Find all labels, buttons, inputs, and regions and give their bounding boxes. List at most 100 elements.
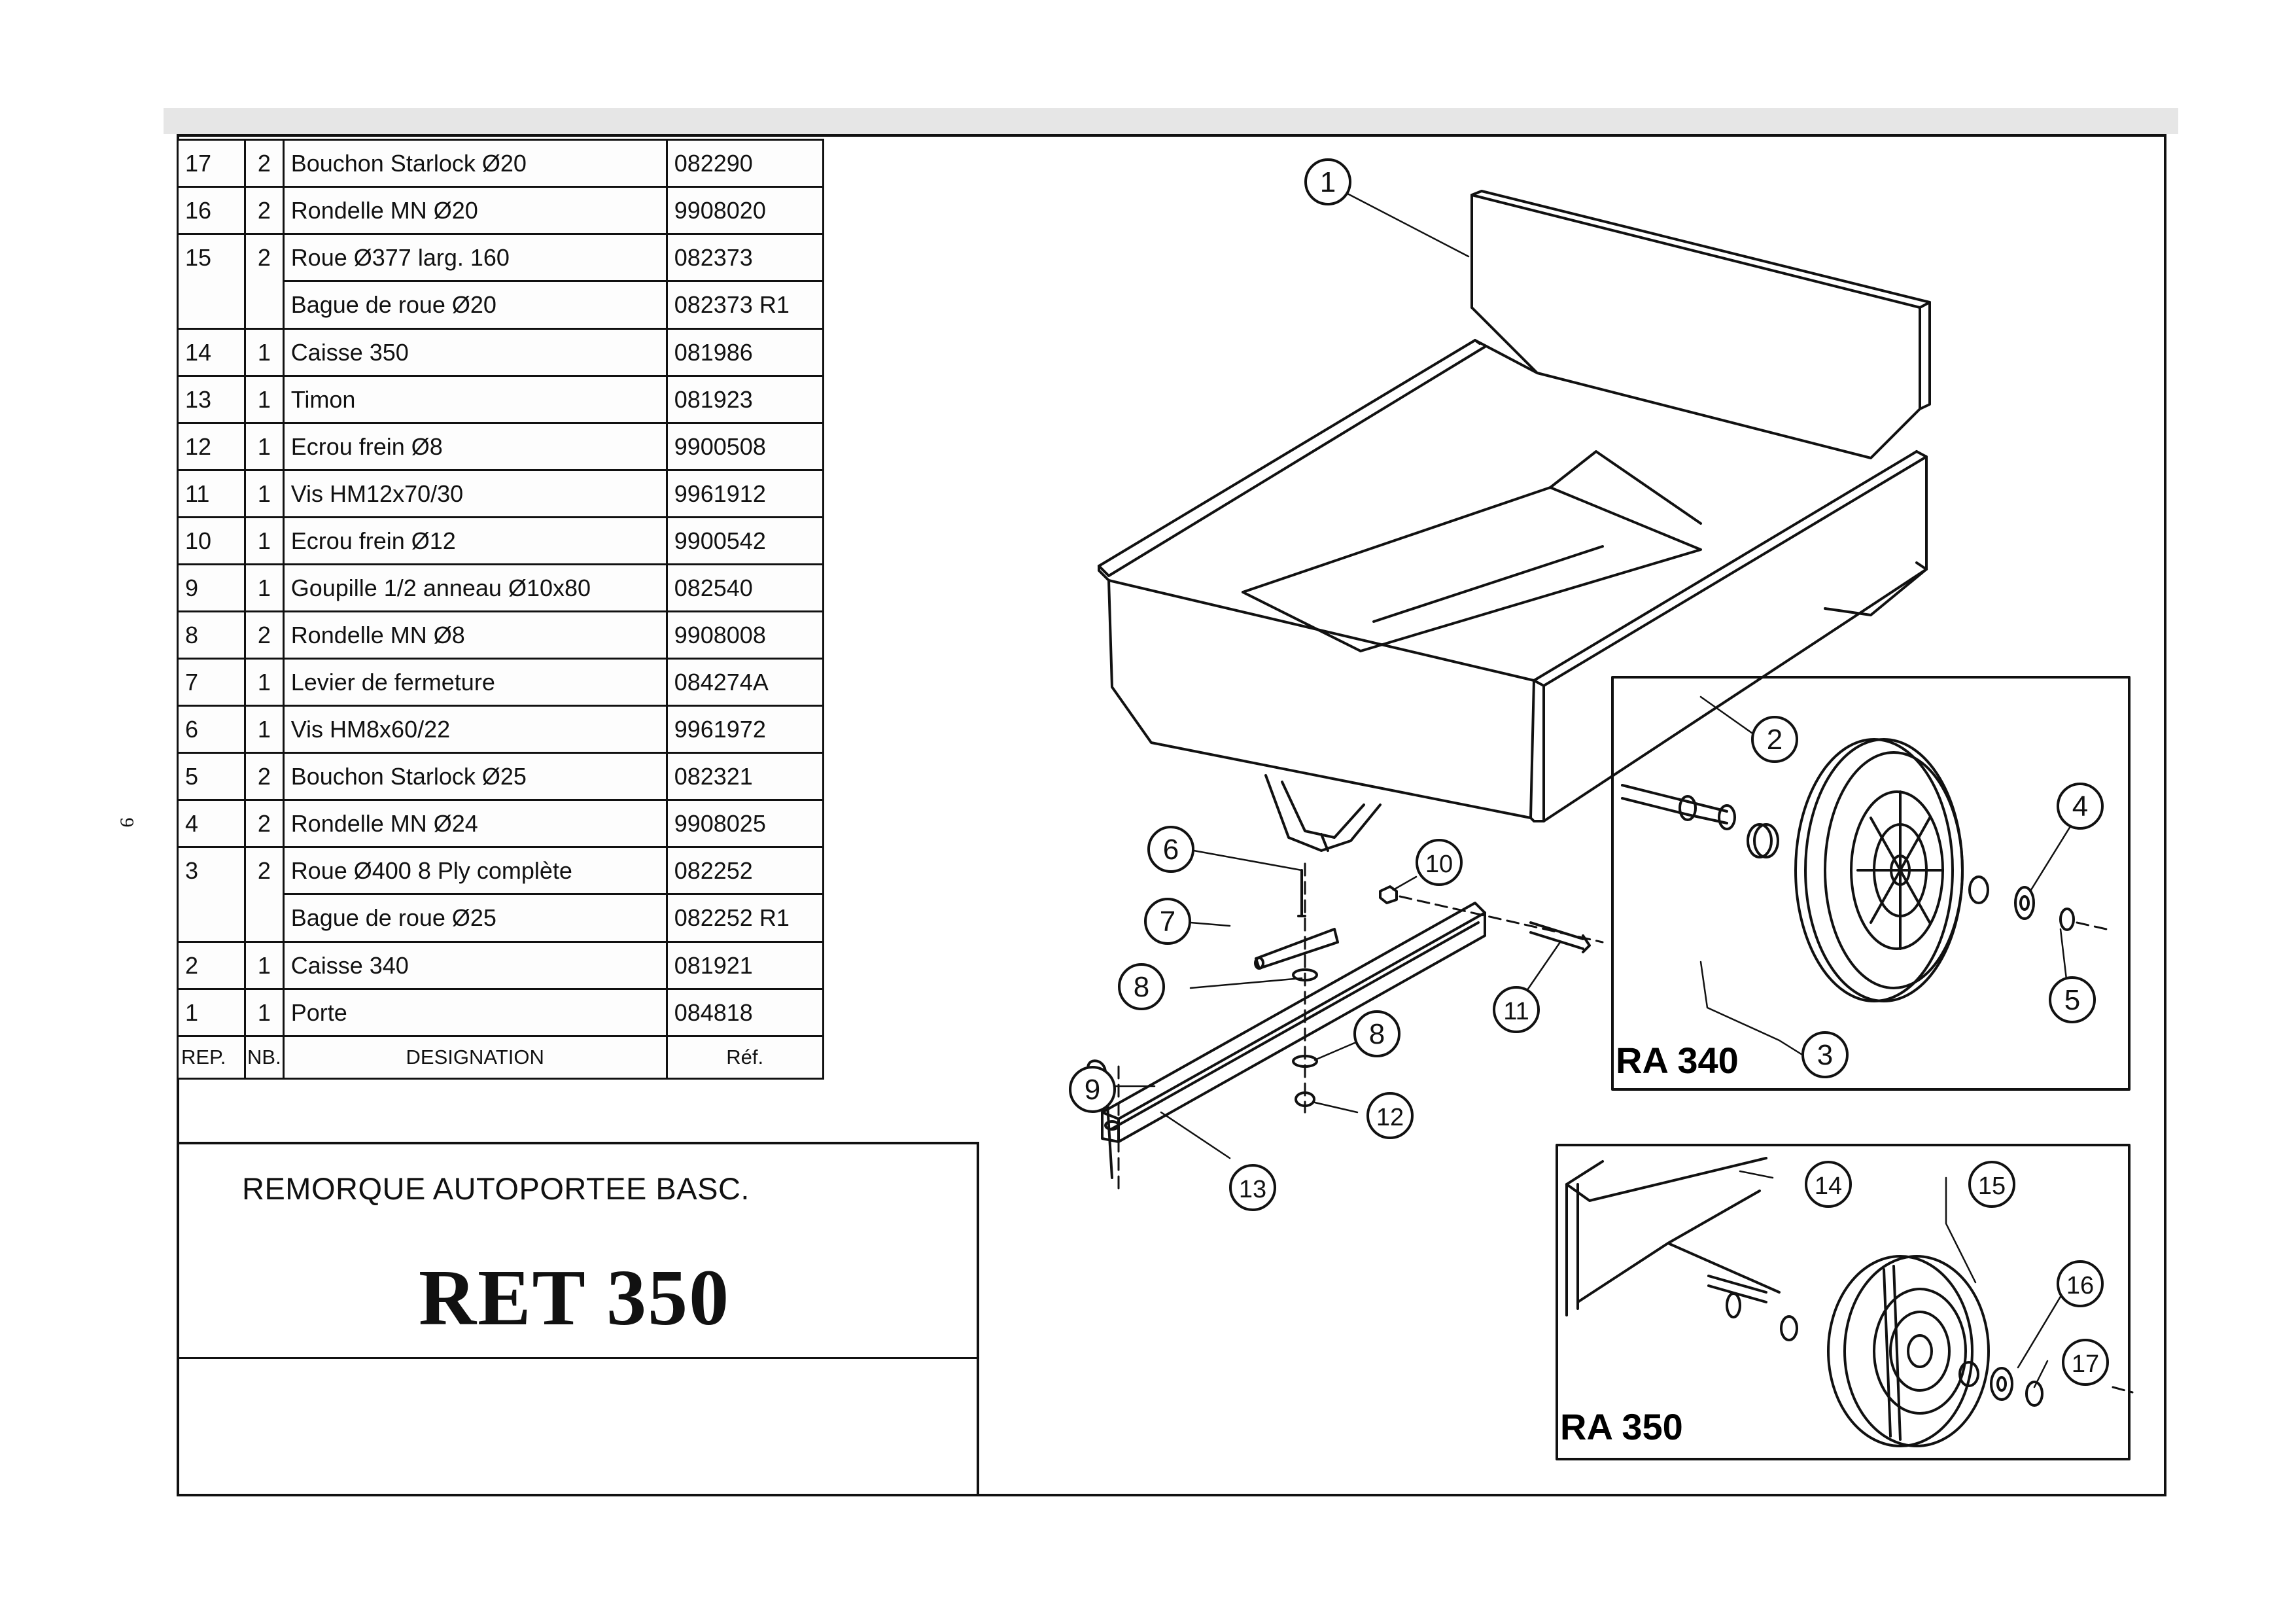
- cell-nb: 2: [244, 139, 285, 188]
- cell-nb: 1: [244, 422, 285, 471]
- cell-rep: 17: [177, 139, 246, 188]
- cell-ref: 082290: [665, 139, 824, 188]
- cell-nb: [244, 281, 285, 330]
- cell-ref: 081986: [665, 328, 824, 377]
- cell-ref: 9908025: [665, 799, 824, 848]
- header-designation: DESIGNATION: [282, 1035, 668, 1080]
- cell-ref: 081923: [665, 375, 824, 424]
- cell-ref: 084274A: [665, 658, 824, 707]
- cell-nb: 1: [244, 563, 285, 612]
- callout-circle: [1366, 1092, 1414, 1139]
- callout-circle: [1118, 963, 1165, 1010]
- cell-ref: 082540: [665, 563, 824, 612]
- cell-nb: 2: [244, 752, 285, 801]
- inset-frame-ra340: [1611, 676, 2131, 1091]
- callout-number: 6: [1163, 834, 1179, 866]
- callout-circle: [1493, 986, 1540, 1033]
- cell-nb: 2: [244, 846, 285, 894]
- cell-rep: [177, 894, 246, 943]
- callout-circle: [1304, 158, 1351, 205]
- cell-nb: 2: [244, 610, 285, 660]
- title-divider: [178, 1357, 977, 1359]
- cell-designation: Rondelle MN Ø20: [282, 186, 668, 235]
- cell-designation: Bague de roue Ø25: [282, 893, 668, 943]
- cell-designation: Vis HM8x60/22: [282, 705, 668, 754]
- cell-ref: 084818: [665, 988, 824, 1037]
- cell-nb: 1: [244, 516, 285, 565]
- center-lines: [1117, 862, 2134, 1394]
- cell-nb: 1: [244, 988, 285, 1037]
- inset-drawing-ra350: [1565, 1157, 2044, 1447]
- leader-lines: [1107, 192, 2075, 1388]
- inset-label-ra340: RA 340: [1616, 1040, 1739, 1081]
- cell-ref: 082252: [665, 846, 824, 895]
- cell-designation: Roue Ø377 larg. 160: [282, 233, 668, 282]
- callout-number: 4: [2072, 790, 2088, 822]
- cell-ref: 9900508: [665, 422, 824, 471]
- cell-nb: 1: [244, 658, 285, 707]
- scan-shade: [164, 108, 2178, 134]
- cell-ref: 082252 R1: [665, 893, 824, 943]
- trailer-body: [1098, 339, 1928, 822]
- cell-nb: 2: [244, 186, 285, 235]
- door-panel: [1470, 190, 1931, 459]
- cell-rep: 8: [177, 610, 246, 660]
- callout-circle: [1801, 1031, 1849, 1078]
- cell-designation: Ecrou frein Ø12: [282, 516, 668, 565]
- drawing-title: RET 350: [419, 1254, 731, 1342]
- title-block: REMORQUE AUTOPORTEE BASC. RET 350: [178, 1142, 979, 1495]
- wheel-ra340: [1794, 738, 1964, 1002]
- callout-number: 8: [1134, 971, 1149, 1003]
- cell-designation: Levier de fermeture: [282, 658, 668, 707]
- callout-circle: [2057, 783, 2104, 830]
- callout-number: 9: [1085, 1074, 1100, 1106]
- cell-designation: Rondelle MN Ø8: [282, 610, 668, 660]
- cell-designation: Porte: [282, 988, 668, 1037]
- cell-rep: 13: [177, 375, 246, 424]
- cell-nb: 1: [244, 375, 285, 424]
- cell-nb: 2: [244, 233, 285, 281]
- cell-nb: 2: [244, 799, 285, 848]
- callout-number: 5: [2064, 984, 2080, 1016]
- header-nb: NB.: [244, 1035, 285, 1080]
- cell-nb: 1: [244, 469, 285, 518]
- cell-rep: 11: [177, 469, 246, 518]
- cell-nb: 1: [244, 705, 285, 754]
- cell-designation: Caisse 340: [282, 941, 668, 990]
- cell-rep: 9: [177, 563, 246, 612]
- cell-ref: 9900542: [665, 516, 824, 565]
- cell-rep: 5: [177, 752, 246, 801]
- axle: [1621, 784, 1779, 858]
- hub-parts-ra340: [1968, 875, 2075, 931]
- callout-circle: [1353, 1010, 1400, 1057]
- callout-number: 13: [1239, 1176, 1266, 1203]
- cell-nb: 1: [244, 328, 285, 377]
- callout-circle: [1144, 898, 1191, 945]
- callout-circle: [1805, 1161, 1852, 1208]
- callout-number: 2: [1767, 724, 1783, 756]
- cell-rep: 1: [177, 988, 246, 1037]
- cell-rep: 7: [177, 658, 246, 707]
- cell-designation: Bouchon Starlock Ø20: [282, 139, 668, 188]
- cell-ref: 9961912: [665, 469, 824, 518]
- callout-circle: [1968, 1161, 2015, 1208]
- cell-designation: Bague de roue Ø20: [282, 280, 668, 330]
- cell-rep: 2: [177, 941, 246, 990]
- cell-nb: [244, 894, 285, 943]
